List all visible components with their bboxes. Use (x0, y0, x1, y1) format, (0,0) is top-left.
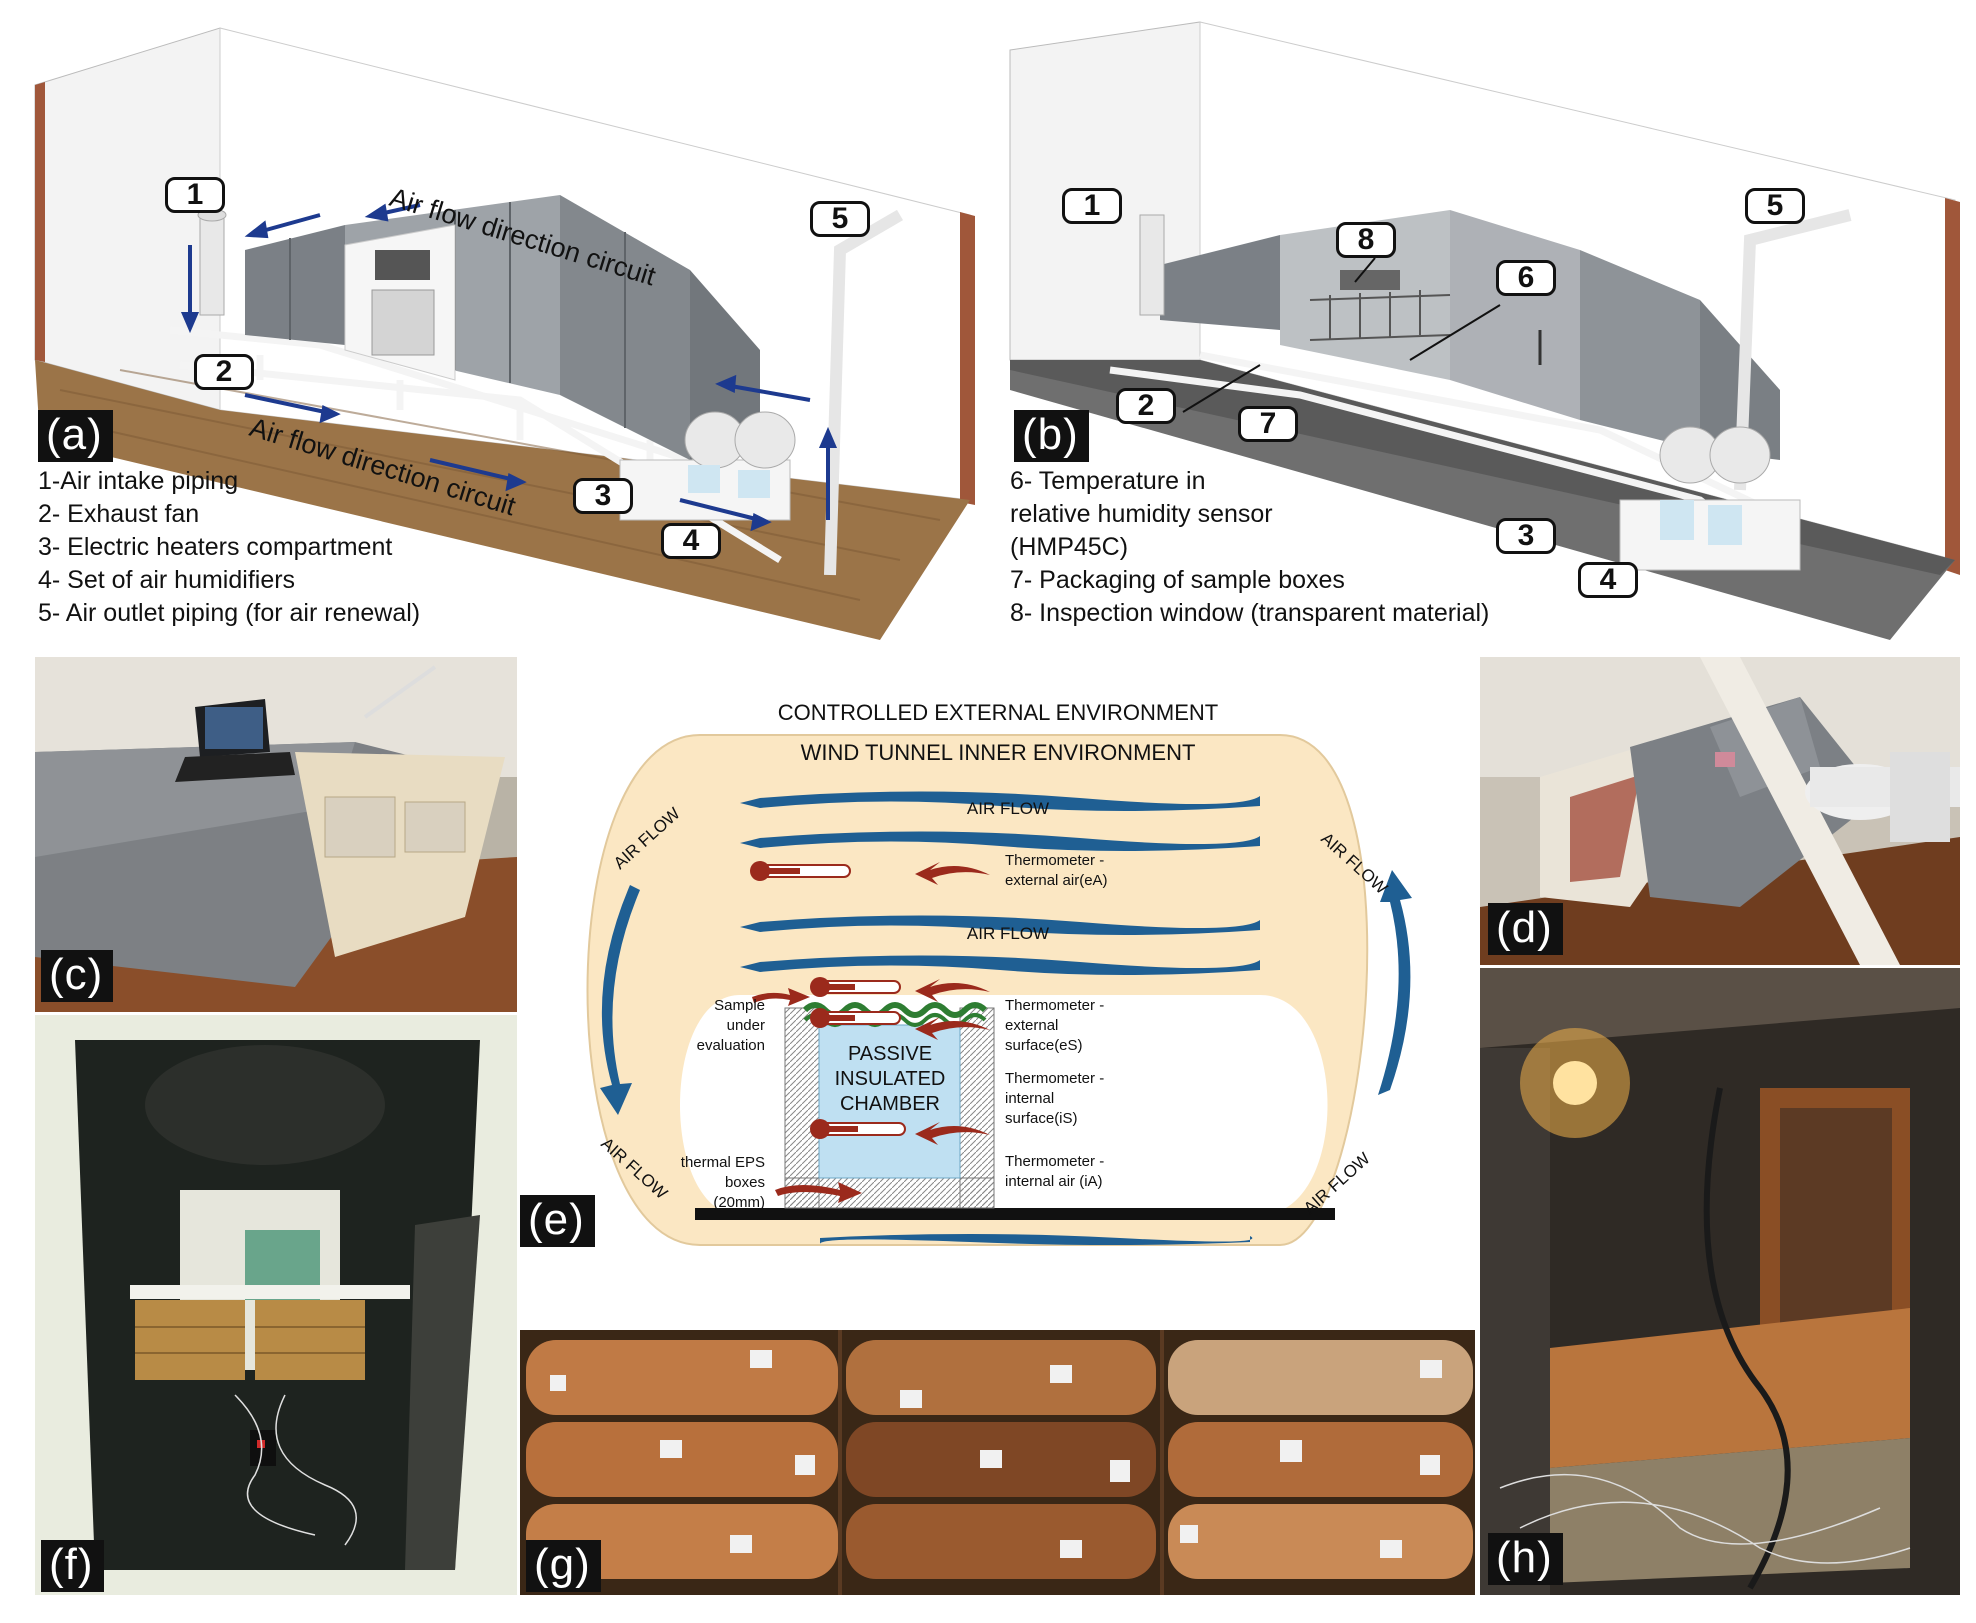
air-flow-label-top: AIR FLOW (967, 799, 1049, 818)
thermo-ea-label: Thermometer - external air(eA) (1005, 852, 1108, 889)
eps-label: thermal EPS boxes (20mm) (681, 1154, 765, 1211)
callout-b-8: 8 (1336, 222, 1396, 258)
callout-b-1: 1 (1062, 188, 1122, 224)
thermometer-icon (810, 977, 901, 997)
panel-a: Air flow direction circuit Air flow dire… (0, 0, 990, 640)
inner-region (680, 995, 1328, 1215)
callout-a-2: 2 (194, 354, 254, 390)
panel-label-f: (f) (41, 1540, 104, 1593)
legend-a-item: 5- Air outlet piping (for air renewal) (38, 599, 421, 627)
legend-b-item: 7- Packaging of sample boxes (1010, 566, 1345, 594)
panel-d-photo: (d) (1480, 657, 1960, 965)
panel-label-c: (c) (41, 950, 114, 1003)
sample-label-line: evaluation (697, 1037, 765, 1054)
thermo-label-line: Thermometer - (1005, 1153, 1104, 1170)
panel-f-photo: (f) (35, 1015, 517, 1595)
callout-a-1: 1 (165, 177, 225, 213)
callout-b-4: 4 (1578, 562, 1638, 598)
sample-label-line: Sample (714, 997, 765, 1014)
callout-b-5: 5 (1745, 188, 1805, 224)
thermo-ia-label: Thermometer - internal air (iA) (1005, 1153, 1104, 1190)
panel-b: 1 2 3 4 5 6 7 8 (b) 6- Temperature in re… (1000, 0, 1976, 650)
thermo-label-line: surface(eS) (1005, 1037, 1083, 1054)
thermo-label-line: Thermometer - (1005, 852, 1104, 869)
legend-a-item: 3- Electric heaters compartment (38, 533, 393, 561)
callout-b-6: 6 (1496, 260, 1556, 296)
callout-b-7: 7 (1238, 406, 1298, 442)
thermometer-icon (810, 1119, 906, 1139)
legend-b: 6- Temperature in relative humidity sens… (1010, 465, 1489, 630)
callout-a-4: 4 (661, 523, 721, 559)
legend-a-item: 2- Exhaust fan (38, 500, 200, 528)
thermo-label-line: surface(iS) (1005, 1110, 1078, 1127)
panel-label-e: (e) (520, 1195, 595, 1248)
panel-label-d: (d) (1488, 903, 1563, 956)
panel-h-photo: (h) (1480, 968, 1960, 1595)
right-flow-arrow (1378, 870, 1412, 1095)
wind-tunnel-render-a: Air flow direction circuit Air flow dire… (34, 27, 975, 640)
thermo-label-line: Thermometer - (1005, 997, 1104, 1014)
callout-a-5: 5 (810, 201, 870, 237)
callout-b-3: 3 (1496, 518, 1556, 554)
panel-c-photo: (c) (35, 657, 517, 1012)
sample-label: Sample under evaluation (697, 997, 765, 1054)
panel-label-b: (b) (1014, 410, 1089, 463)
eps-label-line: thermal EPS (681, 1154, 765, 1171)
legend-a-item: 4- Set of air humidifiers (38, 566, 296, 594)
thermo-is-label: Thermometer - internal surface(iS) (1005, 1070, 1104, 1127)
legend-a-item: 1-Air intake piping (38, 467, 239, 495)
sample-label-line: under (727, 1017, 765, 1034)
thermometer-icon (810, 1008, 901, 1028)
wind-tunnel-schematic: CONTROLLED EXTERNAL ENVIRONMENT WIND TUN… (586, 700, 1412, 1246)
eps-label-line: boxes (725, 1174, 765, 1191)
bamboo-sample-stack (520, 1330, 838, 1595)
inner-environment-title: WIND TUNNEL INNER ENVIRONMENT (801, 740, 1196, 765)
callout-a-3: 3 (573, 478, 633, 514)
outer-environment-title: CONTROLLED EXTERNAL ENVIRONMENT (778, 700, 1218, 725)
chamber-label-line: INSULATED (835, 1068, 946, 1090)
panel-e: CONTROLLED EXTERNAL ENVIRONMENT WIND TUN… (520, 690, 1470, 1270)
bamboo-sample-stack (842, 1330, 1160, 1595)
bamboo-sample-stack (1164, 1330, 1475, 1595)
thermo-es-label: Thermometer - external surface(eS) (1005, 997, 1104, 1054)
legend-a: 1-Air intake piping 2- Exhaust fan 3- El… (38, 465, 420, 630)
air-flow-label-mid: AIR FLOW (967, 924, 1049, 943)
legend-b-item: 8- Inspection window (transparent materi… (1010, 599, 1490, 627)
panel-g-photo: (g) (520, 1330, 1475, 1595)
legend-b-item: 6- Temperature in (1010, 467, 1206, 495)
panel-label-h: (h) (1488, 1533, 1563, 1586)
thermo-label-line: external (1005, 1017, 1058, 1034)
panel-label-a: (a) (38, 410, 113, 463)
chamber-label-line: CHAMBER (840, 1093, 940, 1115)
panel-label-g: (g) (526, 1540, 601, 1593)
thermometer-icon (750, 861, 851, 881)
left-flow-arrow (600, 885, 640, 1115)
thermo-label-line: external air(eA) (1005, 872, 1108, 889)
legend-b-item: relative humidity sensor (1010, 500, 1273, 528)
eps-label-line: (20mm) (713, 1194, 765, 1211)
legend-b-item: (HMP45C) (1010, 533, 1129, 561)
chamber-label-line: PASSIVE (848, 1043, 932, 1065)
air-flow-waves (740, 791, 1260, 1245)
thermo-label-line: internal air (iA) (1005, 1173, 1103, 1190)
callout-b-2: 2 (1116, 388, 1176, 424)
thermo-label-line: internal (1005, 1090, 1054, 1107)
thermo-label-line: Thermometer - (1005, 1070, 1104, 1087)
chamber-label: PASSIVE INSULATED CHAMBER (835, 1043, 946, 1115)
